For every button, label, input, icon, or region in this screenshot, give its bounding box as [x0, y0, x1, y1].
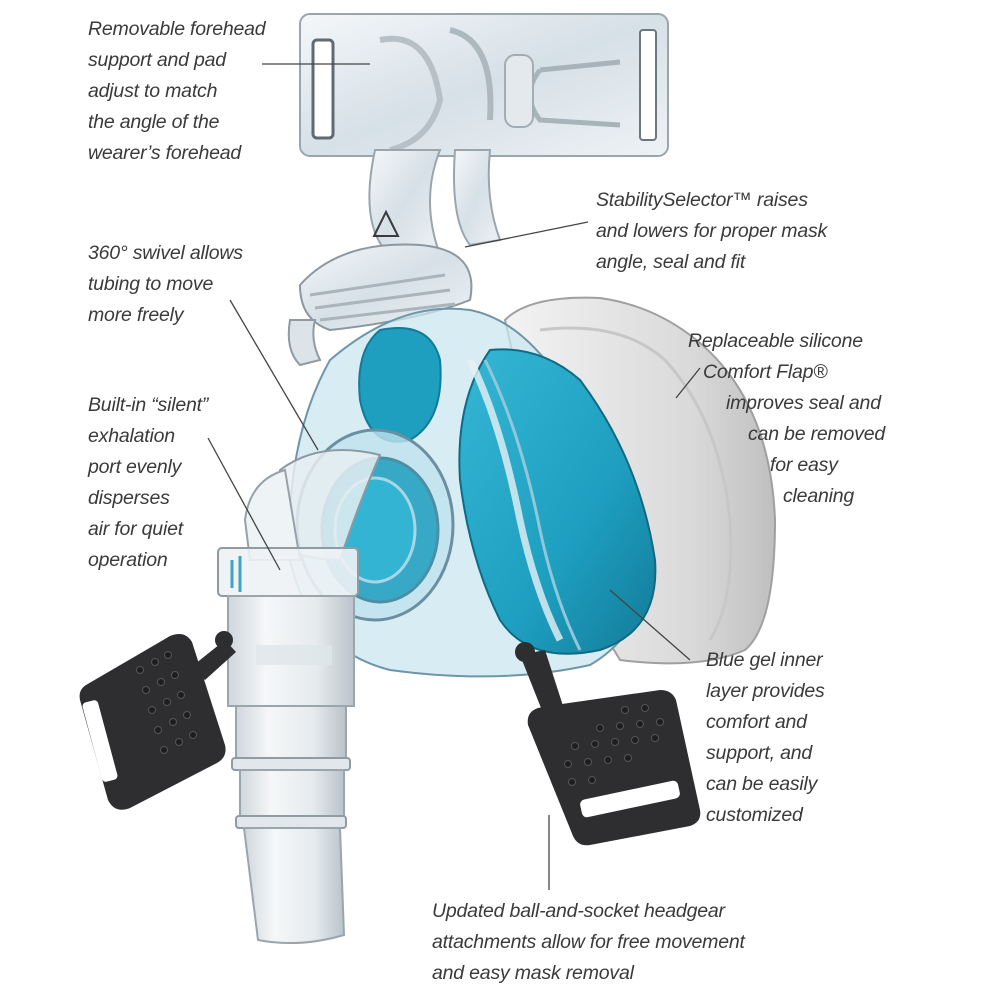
leader-stability [464, 221, 589, 248]
callout-exhalation-port: Built-in “silent” exhalation port evenly… [88, 390, 208, 576]
stability-selector [287, 149, 502, 367]
callout-forehead-support: Removable forehead support and pad adjus… [88, 14, 266, 169]
callout-line: cleaning [783, 485, 855, 507]
callout-line: Blue gel inner [706, 649, 823, 671]
callout-line: adjust to match [88, 80, 218, 102]
right-headgear-clip [515, 642, 701, 846]
callout-line: customized [706, 804, 803, 826]
callout-line: support and pad [88, 49, 226, 71]
callout-line: can be removed [748, 423, 886, 445]
callout-line: Removable forehead [88, 18, 266, 40]
callout-line: 360° swivel allows [88, 242, 243, 264]
leader-exhalation [207, 437, 281, 571]
callout-line: Comfort Flap® [703, 361, 828, 383]
callout-line: the angle of the [88, 111, 220, 133]
callout-comfort-flap: Replaceable silicone Comfort Flap® impro… [688, 326, 885, 512]
left-headgear-clip [79, 631, 236, 810]
callout-line: for easy [770, 454, 838, 476]
leader-flap [675, 367, 701, 399]
callout-line: improves seal and [726, 392, 881, 414]
callout-line: and lowers for proper mask [596, 220, 828, 242]
blue-gel-cushion [458, 348, 657, 655]
tubing-connector [217, 547, 359, 945]
callout-line: air for quiet [88, 518, 183, 540]
callout-line: attachments allow for free movement [432, 931, 745, 953]
callout-line: operation [88, 549, 168, 571]
callout-line: comfort and [706, 711, 807, 733]
callout-stability-selector: StabilitySelector™ raises and lowers for… [596, 185, 827, 278]
callout-line: Built-in “silent” [88, 394, 209, 416]
callout-line: StabilitySelector™ raises [596, 189, 808, 211]
callout-line: exhalation [88, 425, 175, 447]
callout-blue-gel: Blue gel inner layer provides comfort an… [706, 645, 825, 831]
forehead-support-pad [299, 13, 669, 157]
callout-headgear-attachments: Updated ball-and-socket headgear attachm… [432, 896, 745, 989]
callout-line: Updated ball-and-socket headgear [432, 900, 725, 922]
callout-line: support, and [706, 742, 813, 764]
callout-line: tubing to move [88, 273, 214, 295]
callout-line: port evenly [88, 456, 182, 478]
callout-line: more freely [88, 304, 184, 326]
callout-line: and easy mask removal [432, 962, 634, 984]
callout-line: wearer’s forehead [88, 142, 242, 164]
callout-line: angle, seal and fit [596, 251, 746, 273]
callout-line: can be easily [706, 773, 818, 795]
leader-swivel [229, 299, 319, 451]
callout-line: disperses [88, 487, 170, 509]
leader-gel [609, 589, 691, 661]
callout-swivel: 360° swivel allows tubing to move more f… [88, 238, 243, 331]
callout-line: Replaceable silicone [688, 330, 863, 352]
callout-line: layer provides [706, 680, 825, 702]
leader-lines [207, 63, 701, 890]
